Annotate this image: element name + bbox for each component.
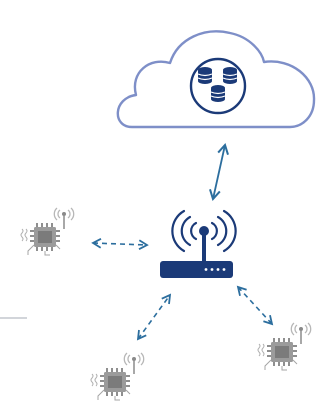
link-cloud-gateway xyxy=(209,143,229,201)
wireless-chip-icon xyxy=(257,322,312,371)
link-device-bottom-left-gateway xyxy=(136,293,172,341)
wireless-chip-icon xyxy=(20,207,75,256)
database-icon xyxy=(189,57,247,115)
device-left xyxy=(20,207,75,256)
wireless-chip-icon xyxy=(90,352,145,401)
gateway-node xyxy=(160,209,237,278)
wireless-router-icon xyxy=(160,209,237,278)
link-device-bottom-right-gateway xyxy=(236,285,274,326)
cloud-node xyxy=(116,30,316,129)
device-bottom-left xyxy=(90,352,145,401)
device-bottom-right xyxy=(257,322,312,371)
link-device-left-gateway xyxy=(91,238,149,250)
